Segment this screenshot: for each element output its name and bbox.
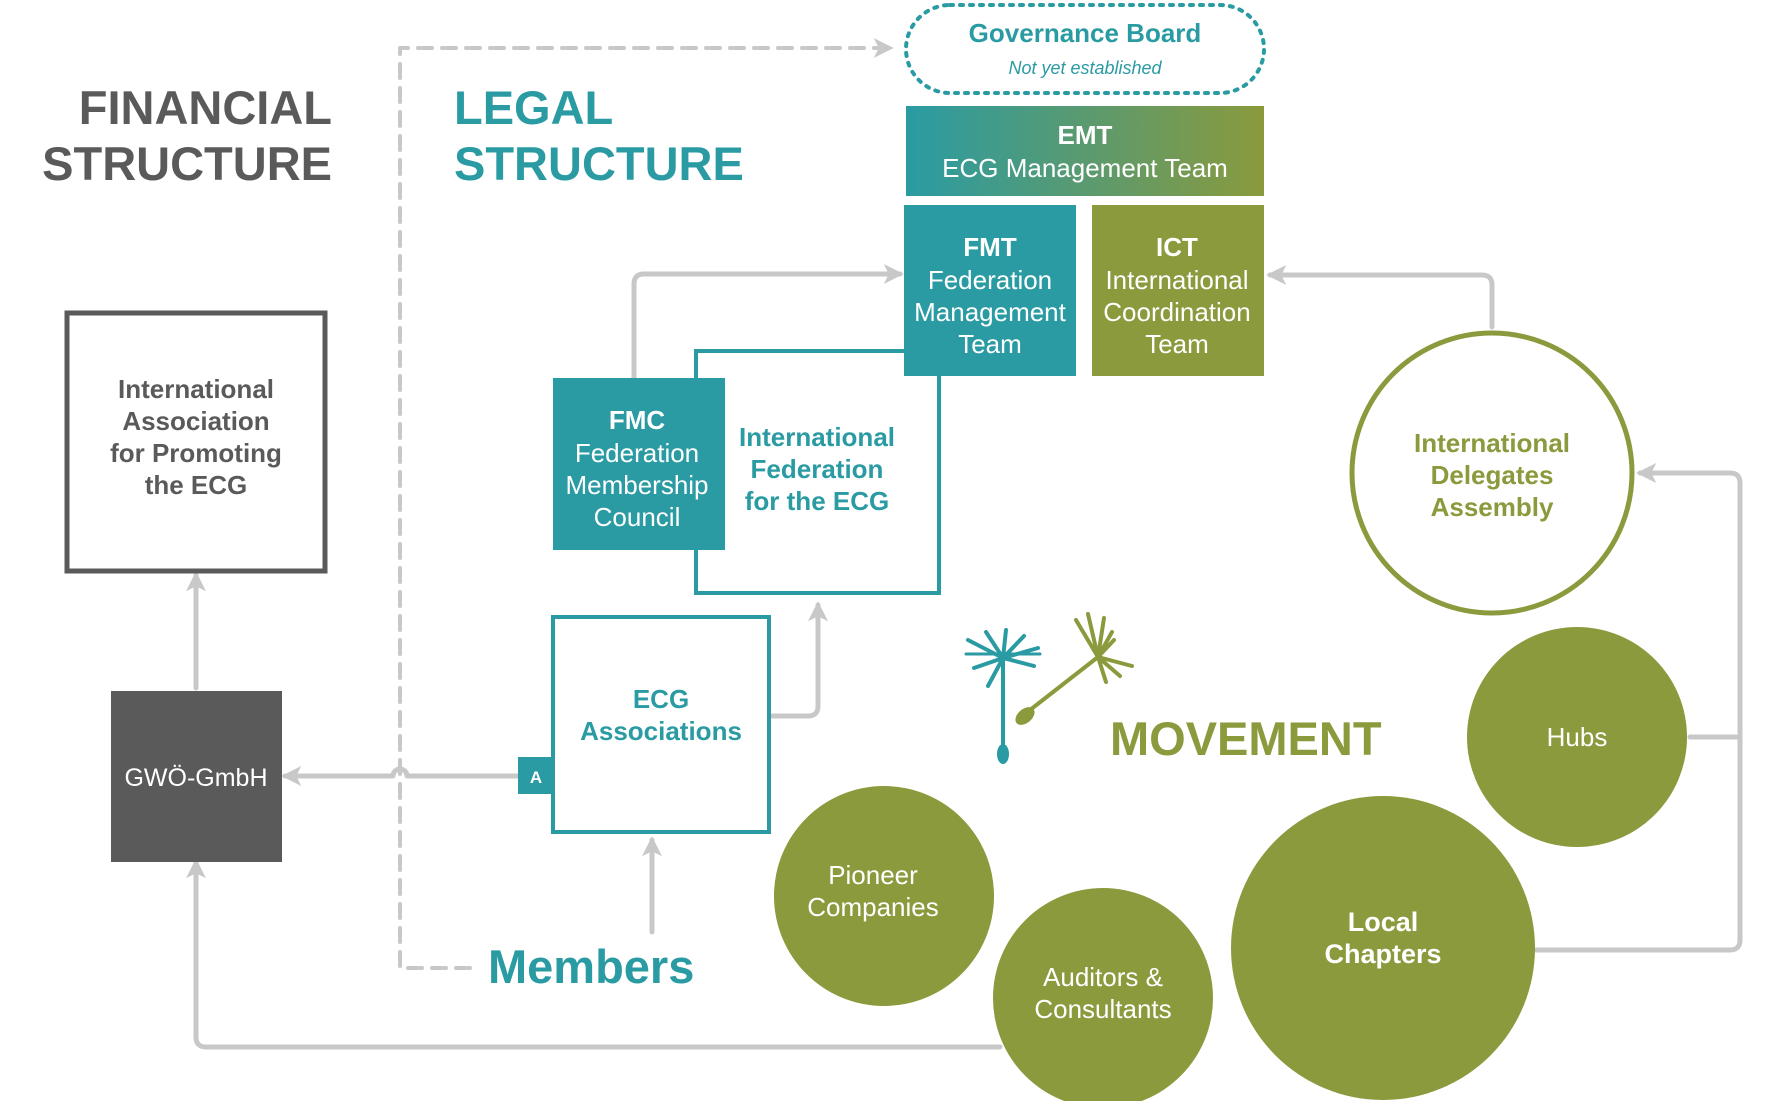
connector-associations-to-federation [769,601,828,719]
ecg-associations-outline [551,615,771,834]
legal-heading-line-1: LEGAL [454,81,613,134]
local-chapters-circle: Local Chapters [1231,796,1535,1100]
delegates-assembly-line-2: Delegates [1431,460,1554,490]
auditors-consultants-line-1: Auditors & [1043,962,1163,992]
fmc-box: FMC Federation Membership Council [553,378,725,550]
fmc-line-1: Federation [575,438,699,468]
delegates-assembly-outline [1349,330,1635,616]
federation-line-1: International [739,422,895,452]
legal-heading-line-2: STRUCTURE [454,137,744,190]
connector-hubs-local-to-assembly [1527,463,1743,953]
connector-auditors-to-gmbh [186,858,1003,1050]
fmt-box: FMT Federation Management Team [904,205,1076,376]
hubs-label: Hubs [1547,722,1608,752]
ict-background [1092,205,1264,376]
delegates-assembly-line-1: International [1414,428,1570,458]
financial-heading-line-1: FINANCIAL [79,81,332,134]
auditors-consultants-circle: Auditors & Consultants [993,888,1213,1101]
pioneer-companies-circle: Pioneer Companies [774,786,994,1006]
fmt-background [904,205,1076,376]
federation-line-2: Federation [751,454,884,484]
pioneer-companies-line-2: Companies [807,892,939,922]
members-heading: Members [488,940,694,993]
fmt-line-3: Team [958,329,1022,359]
financial-heading-line-2: STRUCTURE [42,137,332,190]
gmbh-box: GWÖ-GmbH [111,691,282,862]
hubs-circle: Hubs [1467,627,1687,847]
connector-assembly-to-ict [1266,265,1495,330]
local-chapters-background [1231,796,1535,1100]
delegates-assembly-line-3: Assembly [1431,492,1554,522]
olive-dandelion-seed-icon [1015,612,1134,725]
teal-dandelion-seed-icon [964,628,1042,764]
federation-line-3: for the ECG [745,486,889,516]
ict-abbr: ICT [1156,232,1198,262]
emt-box: EMT ECG Management Team [906,106,1264,196]
ecg-associations-line-2: Associations [580,716,742,746]
association-line-3: for Promoting [110,438,282,468]
association-badge-letter: A [530,768,542,787]
legal-boundary-dashed-line [398,38,894,970]
ict-box: ICT International Coordination Team [1092,205,1264,376]
connectors [186,38,1743,1050]
pioneer-companies-background [774,786,994,1006]
local-chapters-line-1: Local [1348,907,1419,937]
ict-line-2: Coordination [1103,297,1250,327]
governance-board-outline [904,3,1266,95]
federation-outline [694,349,941,595]
gmbh-label: GWÖ-GmbH [124,764,267,792]
fmt-line-2: Management [914,297,1067,327]
emt-background [906,106,1264,196]
fmc-line-3: Council [594,502,681,532]
hubs-background [1467,627,1687,847]
governance-board: Governance Board Not yet established [904,3,1266,95]
association-outline [64,310,328,574]
fmt-line-1: Federation [928,265,1052,295]
movement-heading: MOVEMENT [1110,712,1382,765]
fmc-abbr: FMC [609,405,666,435]
governance-board-title: Governance Board [969,18,1202,48]
international-federation-box: International Federation for the ECG [694,349,941,595]
delegates-assembly-circle: International Delegates Assembly [1349,330,1635,616]
connector-fmc-to-fmt [631,264,904,381]
auditors-consultants-background [993,888,1213,1101]
fmc-background [553,378,725,550]
connector-associations-to-gmbh [281,766,521,786]
fmt-abbr: FMT [963,232,1017,262]
ict-line-1: International [1105,265,1248,295]
pioneer-companies-line-1: Pioneer [828,860,918,890]
emt-abbr: EMT [1058,120,1113,150]
legal-structure-heading: LEGAL STRUCTURE [454,81,744,190]
association-line-2: Association [122,406,269,436]
association-line-1: International [118,374,274,404]
governance-board-subtitle: Not yet established [1008,58,1162,78]
international-association-box: International Association for Promoting … [64,310,328,574]
association-line-4: the ECG [145,470,248,500]
auditors-consultants-line-2: Consultants [1034,994,1171,1024]
local-chapters-line-2: Chapters [1324,939,1441,969]
ict-line-3: Team [1145,329,1209,359]
ecg-associations-line-1: ECG [633,684,689,714]
emt-name: ECG Management Team [942,153,1228,183]
financial-structure-heading: FINANCIAL STRUCTURE [42,81,332,190]
ecg-associations-box: ECG Associations A [518,615,771,834]
gmbh-background [111,691,282,862]
fmc-line-2: Membership [565,470,708,500]
association-badge [518,757,555,794]
